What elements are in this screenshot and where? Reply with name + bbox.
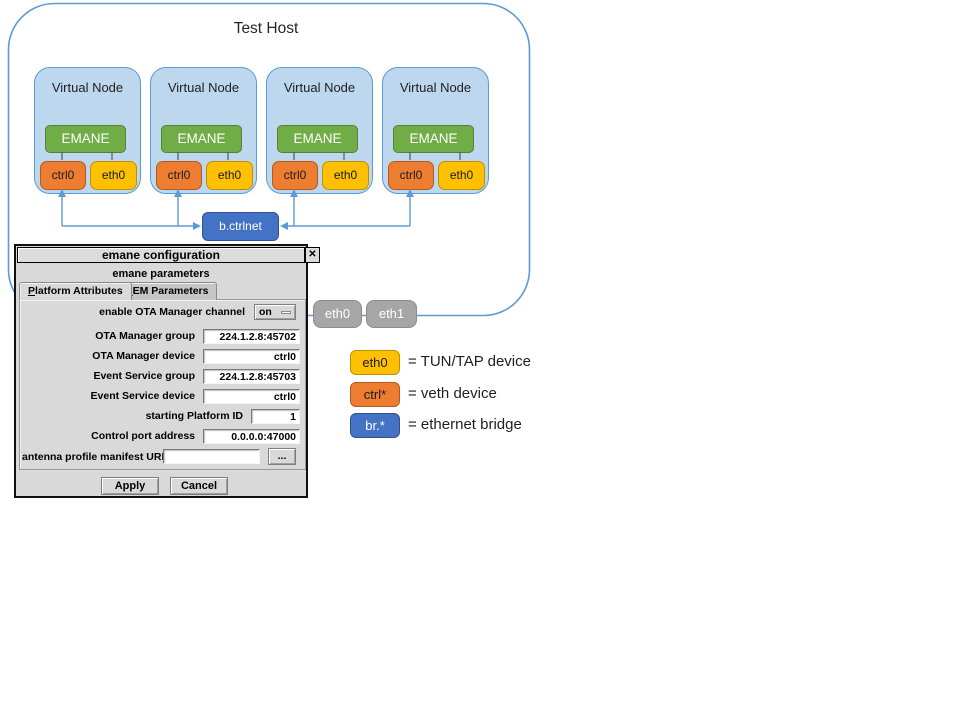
ctrl0-port: ctrl0 [156,161,202,190]
virtual-node-label: Virtual Node [283,80,356,95]
field-label-event-group: Event Service group [93,370,195,382]
platform-id-input[interactable] [251,409,300,424]
field-label-ota-group: OTA Manager group [95,330,195,342]
field-label-ota-channel: enable OTA Manager channel [99,306,245,318]
test-host-label: Test Host [233,20,299,37]
tab-platform-attributes[interactable]: Platform Attributes [19,282,132,300]
legend-desc-tuntap: = TUN/TAP device [408,353,531,370]
legend-box-eth0: eth0 [350,350,400,375]
field-label-antenna-uri: antenna profile manifest URI [22,451,165,463]
ota-channel-dropdown[interactable]: on [254,304,296,320]
dialog-title: emane configuration [101,248,220,262]
legend-desc-bridge: = ethernet bridge [408,416,522,433]
eth0-port: eth0 [90,161,137,190]
emane-box: EMANE [45,125,126,153]
antenna-uri-input[interactable] [163,449,260,464]
tab-label-part: latform Attributes [35,285,123,297]
virtual-node-label: Virtual Node [51,80,124,95]
dropdown-indicator [281,311,291,314]
emane-box: EMANE [277,125,358,153]
close-icon[interactable]: ✕ [305,247,320,263]
ctrl0-port: ctrl0 [388,161,434,190]
field-label-event-device: Event Service device [90,390,195,402]
ctrlnet-bridge: b.ctrlnet [202,212,279,241]
event-device-input[interactable] [203,389,300,404]
virtual-node-3: Virtual Node EMANE ctrl0 eth0 [266,67,373,194]
ota-device-input[interactable] [203,349,300,364]
virtual-node-1: Virtual Node EMANE ctrl0 eth0 [34,67,141,194]
host-eth0-interface: eth0 [313,300,362,328]
tab-label-part: P [28,285,36,297]
tab-label-part: EM Parameters [132,285,209,297]
tab-content-frame [19,299,306,470]
eth0-port: eth0 [322,161,369,190]
browse-button[interactable]: ... [268,448,296,465]
emane-box: EMANE [161,125,242,153]
legend-box-br: br.* [350,413,400,438]
event-group-input[interactable] [203,369,300,384]
virtual-node-2: Virtual Node EMANE ctrl0 eth0 [150,67,257,194]
eth0-port: eth0 [206,161,253,190]
virtual-node-4: Virtual Node EMANE ctrl0 eth0 [382,67,489,194]
apply-button[interactable]: Apply [101,477,159,495]
dialog-titlebar[interactable]: emane configuration ✕ [17,247,320,263]
ctrl0-port: ctrl0 [40,161,86,190]
field-label-ota-device: OTA Manager device [92,350,195,362]
legend-box-ctrl: ctrl* [350,382,400,407]
ota-channel-value: on [259,306,272,318]
virtual-node-label: Virtual Node [399,80,472,95]
host-eth1-interface: eth1 [366,300,417,328]
legend-desc-veth: = veth device [408,385,497,402]
emane-box: EMANE [393,125,474,153]
virtual-node-label: Virtual Node [167,80,240,95]
eth0-port: eth0 [438,161,485,190]
field-label-platform-id: starting Platform ID [145,410,243,422]
ctrl0-port: ctrl0 [272,161,318,190]
dialog-subtitle: emane parameters [112,268,210,280]
control-port-input[interactable] [203,429,300,444]
cancel-button[interactable]: Cancel [170,477,228,495]
field-label-control-port: Control port address [91,430,195,442]
emane-configuration-dialog: emane configuration ✕ emane parameters P… [14,244,320,498]
ota-group-input[interactable] [203,329,300,344]
